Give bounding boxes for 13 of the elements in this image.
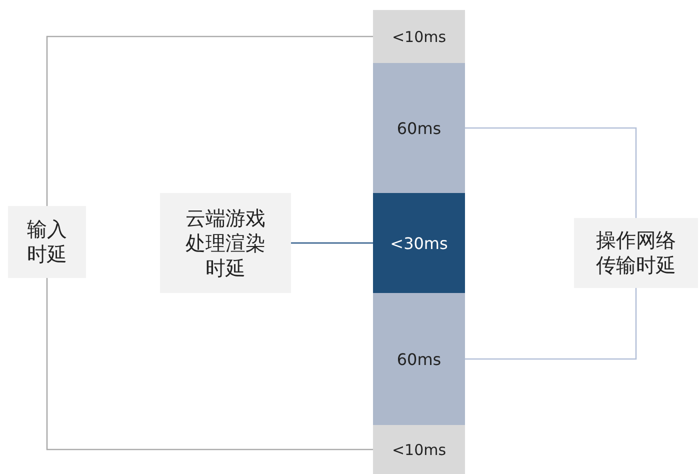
connector-line [465, 288, 637, 360]
label-box: 输入时延 [8, 206, 86, 278]
segment-box: <30ms [373, 193, 465, 293]
connector-line [291, 242, 373, 244]
connector-line [46, 278, 373, 450]
segment-box: 60ms [373, 293, 465, 425]
label-box: 云端游戏处理渲染时延 [160, 193, 291, 293]
segment-box: <10ms [373, 425, 465, 474]
label-box: 操作网络传输时延 [574, 218, 698, 288]
connector-line [465, 127, 637, 218]
segment-box: <10ms [373, 10, 465, 63]
connector-line [46, 36, 373, 206]
segment-box: 60ms [373, 63, 465, 193]
